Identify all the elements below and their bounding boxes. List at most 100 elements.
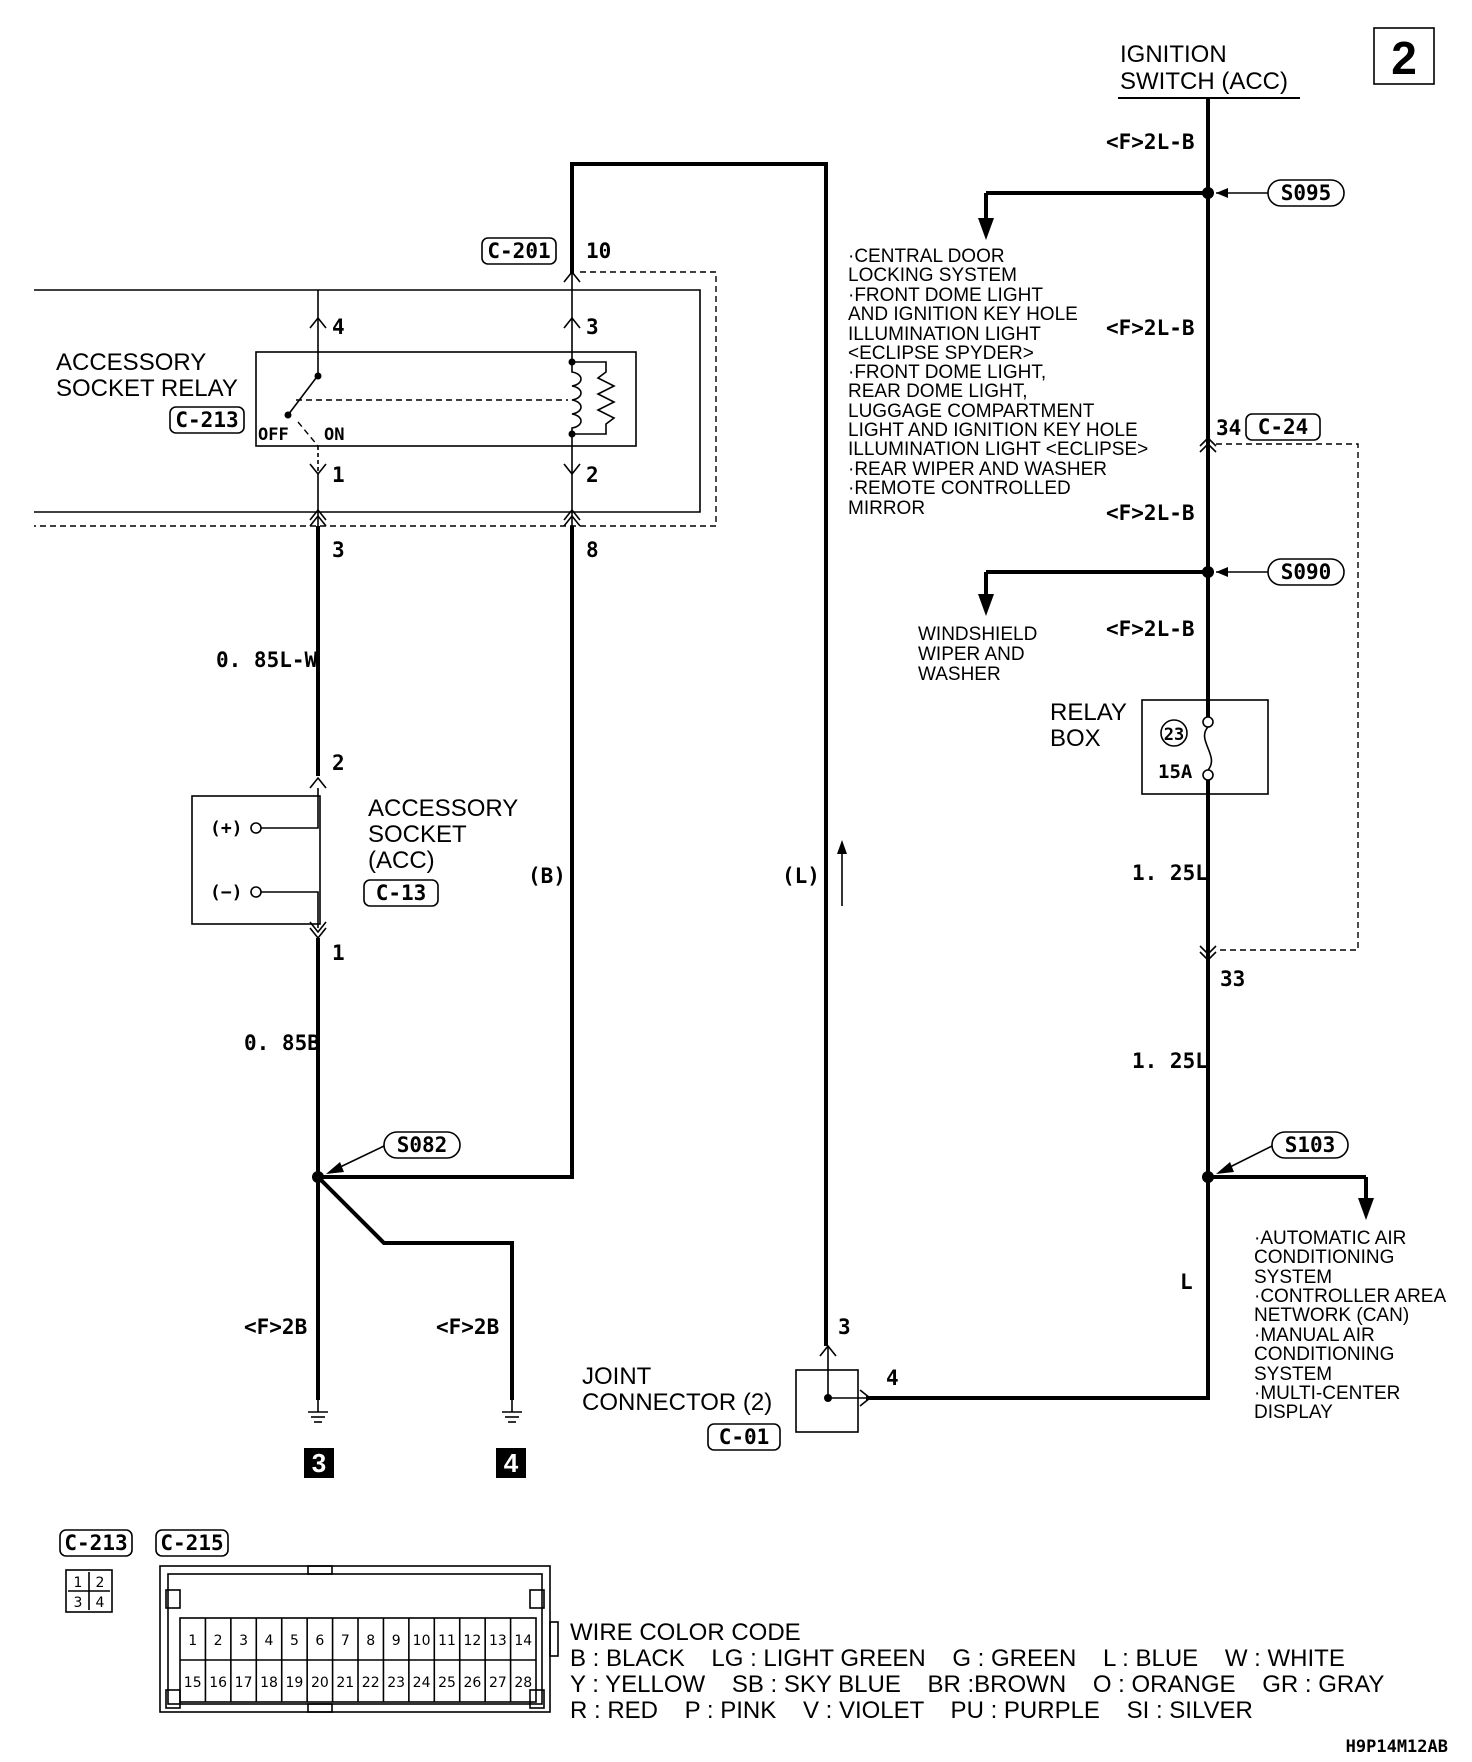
to-list-1-line: LUGGAGE COMPARTMENT [848, 401, 1095, 422]
c215-pin: 3 [239, 1633, 248, 1649]
page-number: 2 [1391, 32, 1417, 84]
wire-label-f2lb-3: <F>2L-B [1106, 501, 1195, 525]
to-list-3-line: ·MULTI-CENTER [1254, 1383, 1400, 1404]
to-list-1-line: ILLUMINATION LIGHT [848, 324, 1041, 345]
socket-plus-label: (+) [210, 818, 243, 839]
c215-pin: 17 [235, 1675, 253, 1691]
relay-outer-frame [34, 289, 701, 513]
wire-label-085lw: 0. 85L-W [216, 648, 318, 672]
joint-connector-pin4-mark [859, 1389, 872, 1407]
relay-box [1141, 699, 1269, 795]
to-list-1-line: <ECLIPSE SPYDER> [848, 343, 1034, 364]
c215-pin: 27 [489, 1675, 507, 1691]
wire-b [318, 526, 574, 1179]
c215-pin: 23 [387, 1675, 405, 1691]
color-code-row-2: Y : YELLOW SB : SKY BLUE BR :BROWN O : O… [570, 1671, 1384, 1698]
relay-resistor-link [572, 361, 616, 435]
c213-pin: 4 [96, 1595, 105, 1611]
connector-c213-face-label: C-213 [64, 1531, 127, 1555]
connector-c24-mark-bottom [1199, 945, 1217, 962]
relay-label-2: SOCKET RELAY [56, 375, 238, 402]
c215-pin: 14 [514, 1633, 532, 1649]
connector-c213-label: C-213 [175, 408, 238, 432]
relay-box-label: RELAY [1050, 699, 1127, 726]
splice-s082-arrowhead [326, 1162, 344, 1174]
pin-c24-34: 34 [1216, 416, 1241, 440]
splice-s090-arrowhead [1216, 567, 1228, 577]
socket-label-2: SOCKET [368, 821, 467, 848]
socket-label: ACCESSORY [368, 795, 518, 822]
socket-minus-lead [261, 891, 319, 928]
splice-s095-label: S095 [1281, 181, 1332, 205]
fuse-number-circle [1160, 719, 1188, 747]
wire-label-125l-1: 1. 25L [1132, 861, 1208, 885]
to-list-1-line: AND IGNITION KEY HOLE [848, 304, 1078, 325]
joint-connector-label: JOINT [582, 1363, 652, 1390]
relay-switch-blade [287, 377, 317, 416]
fuse-element [1203, 726, 1213, 771]
splice-s082-badge [383, 1131, 461, 1159]
joint-connector-box [795, 1369, 859, 1433]
wire-label-f2lb-4: <F>2L-B [1106, 617, 1195, 641]
relay-switch-dashed-link [297, 421, 319, 447]
splice-s103-label: S103 [1285, 1133, 1336, 1157]
c215-pin: 9 [392, 1633, 401, 1649]
pin-relay-4: 4 [332, 315, 345, 339]
fuse-terminal-bottom [1202, 769, 1214, 781]
to-list-3-line: SYSTEM [1254, 1267, 1332, 1288]
to-list-1-line: ·CENTRAL DOOR [848, 246, 1005, 267]
splice-s082-label: S082 [397, 1133, 448, 1157]
connector-c213-badge [169, 406, 245, 434]
pin-c201-10: 10 [586, 239, 611, 263]
splice-s103-arrowhead [1216, 1162, 1234, 1174]
socket-minus-label: (−) [210, 882, 243, 903]
connector-c201-dashed-outline [34, 271, 717, 527]
pin-relay-2: 2 [586, 463, 599, 487]
c215-pin: 7 [341, 1633, 350, 1649]
relay-box-label-2: BOX [1050, 725, 1101, 752]
ground-label-4: 4 [504, 1448, 519, 1478]
socket-plus-terminal [250, 822, 262, 834]
c215-pin: 1 [188, 1633, 197, 1649]
c215-pin: 10 [413, 1633, 431, 1649]
c215-pin: 25 [438, 1675, 456, 1691]
ground-badge-4 [496, 1448, 526, 1478]
c215-pin: 26 [464, 1675, 482, 1691]
c213-pin: 3 [74, 1595, 83, 1611]
wire-label-l: L [1180, 1270, 1193, 1294]
splice-s090-badge [1267, 558, 1345, 586]
c215-pin: 12 [464, 1633, 482, 1649]
splice-s103-badge [1271, 1131, 1349, 1159]
current-arrow-head [837, 840, 847, 854]
connector-c201-label: C-201 [487, 239, 550, 263]
to-list-3-line: ·MANUAL AIR [1254, 1325, 1375, 1346]
wire-label-b-paren: (B) [528, 864, 566, 888]
to-list-3-line: CONDITIONING [1254, 1247, 1394, 1268]
pin-relay-1: 1 [332, 463, 345, 487]
wire-label-f2b-1: <F>2B [244, 1315, 307, 1339]
connector-c213-face: 1 2 3 4 [65, 1569, 113, 1613]
relay-contact-top [314, 372, 322, 380]
wire-label-l-paren: (L) [782, 864, 820, 888]
ground-label-3: 3 [312, 1448, 326, 1478]
to-list-3-line: CONDITIONING [1254, 1344, 1394, 1365]
splice-s103-pointer [1225, 1145, 1273, 1170]
to-list-2-line: WASHER [918, 664, 1001, 685]
c215-pin: 21 [336, 1675, 354, 1691]
relay-off-label: OFF [258, 425, 289, 445]
c215-pin: 4 [265, 1633, 274, 1649]
pin-c201-8: 8 [586, 538, 599, 562]
connector-c201-badge [481, 237, 557, 265]
to-list-1-line: ·REAR WIPER AND WASHER [848, 459, 1107, 480]
c215-pin: 11 [438, 1633, 456, 1649]
to-list-3-line: SYSTEM [1254, 1364, 1332, 1385]
c215-pin: 13 [489, 1633, 507, 1649]
c215-pin: 8 [366, 1633, 375, 1649]
fuse-terminal-top [1202, 716, 1214, 728]
wire-l-loop [570, 162, 828, 1346]
pin-socket-1: 1 [332, 941, 345, 965]
splice-s095-arrowhead [1216, 188, 1228, 198]
c215-pin: 15 [184, 1675, 202, 1691]
